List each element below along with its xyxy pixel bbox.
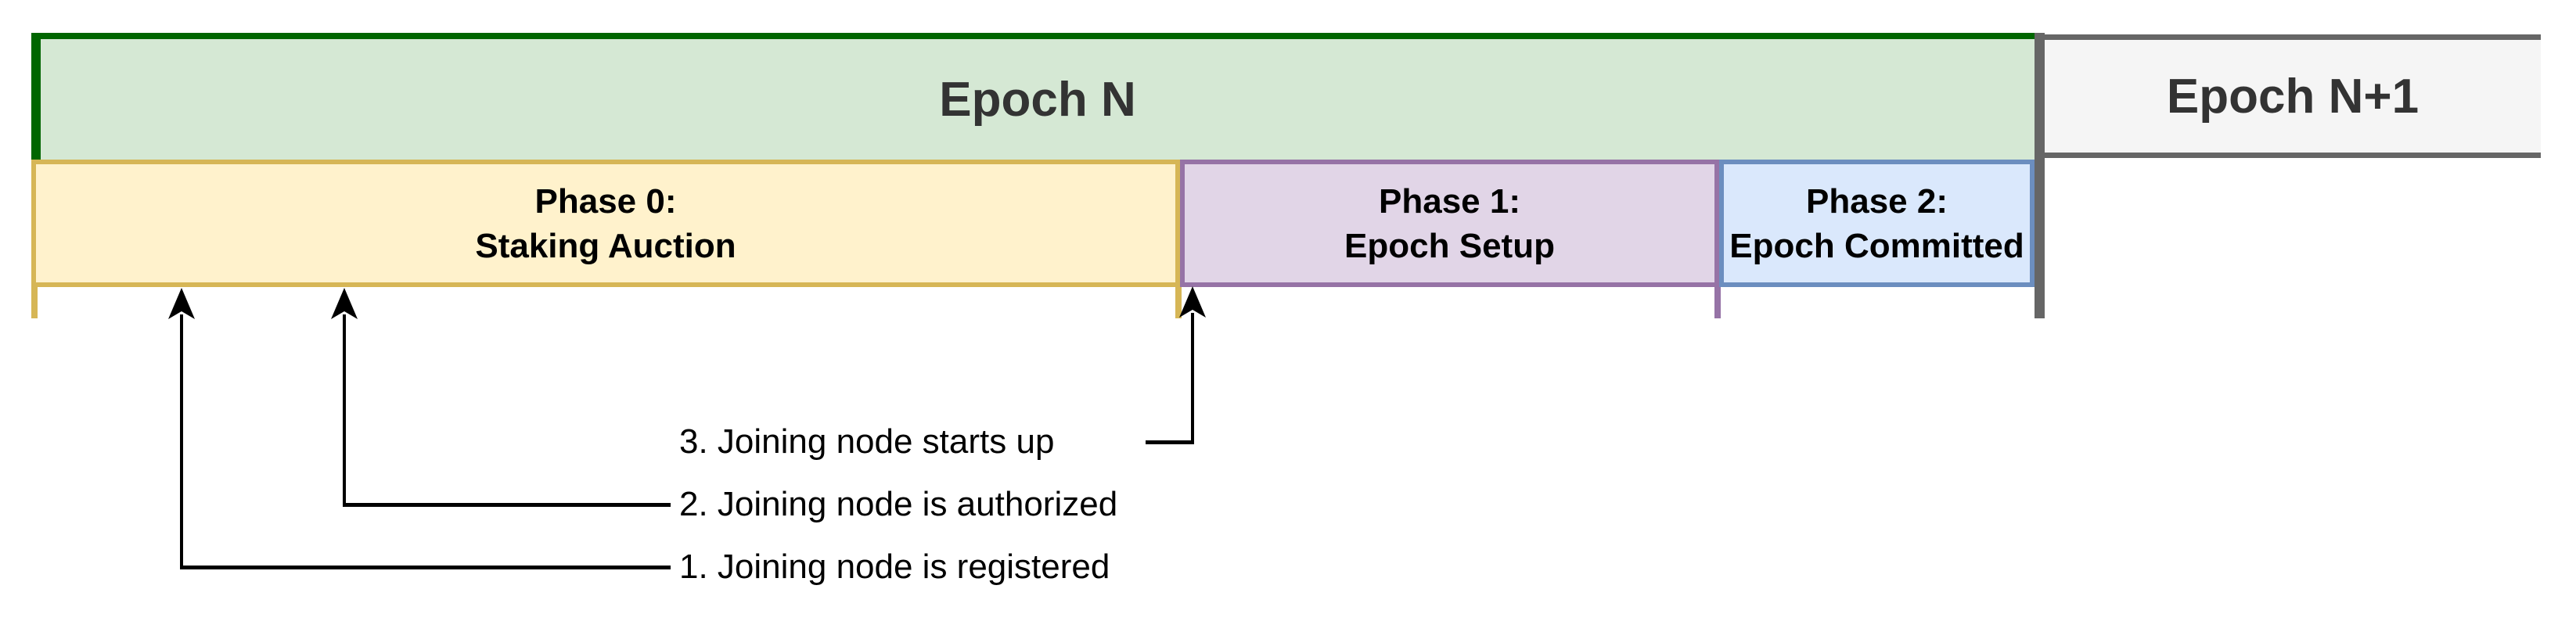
phase-2-epoch-committed-bar: Phase 2: Epoch Committed — [1719, 160, 2035, 287]
phase-0-title: Phase 0: — [534, 181, 677, 221]
event-1-connector-vertical — [180, 314, 183, 569]
phase-1-epoch-setup-bar: Phase 1: Epoch Setup — [1180, 160, 1719, 287]
epoch-n1-label: Epoch N+1 — [2166, 69, 2419, 124]
phase-0-1-boundary-tick — [1175, 287, 1182, 318]
phase-2-subtitle: Epoch Committed — [1729, 226, 2024, 265]
phase-0-staking-auction-bar: Phase 0: Staking Auction — [31, 160, 1180, 287]
event-1-arrow-up-icon — [168, 288, 195, 319]
phase-1-title: Phase 1: — [1379, 181, 1520, 221]
phase-2-title: Phase 2: — [1806, 181, 1948, 221]
epoch-boundary-line — [2035, 33, 2045, 318]
event-3-connector-horizontal — [1146, 440, 1194, 444]
event-3-label: 3. Joining node starts up — [679, 422, 1055, 461]
epoch-n1-bar: Epoch N+1 — [2045, 34, 2541, 158]
event-3-connector-vertical — [1191, 313, 1194, 443]
phase-0-subtitle: Staking Auction — [475, 226, 736, 265]
event-3-arrow-up-icon — [1179, 286, 1206, 318]
phase-1-subtitle: Epoch Setup — [1344, 226, 1555, 265]
epoch-n-bar: Epoch N — [31, 33, 2035, 160]
event-2-arrow-up-icon — [331, 288, 358, 319]
phase-0-left-tick — [31, 287, 38, 318]
phase-1-2-boundary-tick — [1714, 287, 1721, 318]
event-2-label: 2. Joining node is authorized — [679, 485, 1118, 523]
event-1-label: 1. Joining node is registered — [679, 548, 1110, 586]
event-2-connector-horizontal — [343, 503, 671, 507]
event-2-connector-vertical — [343, 314, 346, 506]
epoch-n-label: Epoch N — [939, 72, 1136, 127]
event-1-connector-horizontal — [180, 566, 671, 569]
